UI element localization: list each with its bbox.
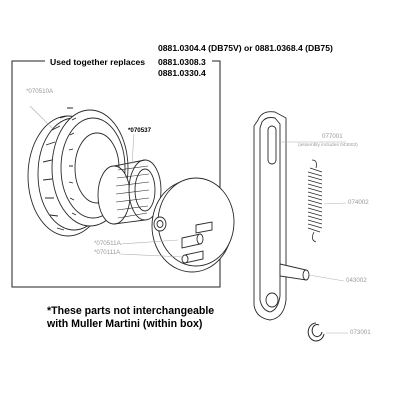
label-077001: 077001: [322, 133, 343, 140]
header-part-numbers-line1: 0881.0304.4 (DB75V) or 0881.0368.4 (DB75…: [158, 43, 333, 53]
plate-070511a: [151, 177, 235, 273]
spring-074002: [307, 159, 323, 243]
label-077001-note: (assembly includes 043003): [298, 143, 358, 148]
needle-bearing-070537: [97, 159, 162, 225]
label-074002: 074002: [348, 199, 369, 206]
lever-arm: [253, 111, 310, 321]
label-043002: 043002: [346, 277, 367, 284]
label-073001: 073001: [350, 329, 371, 336]
footnote-line2: with Muller Martini (within box): [47, 318, 203, 330]
label-070510a: *070510A: [26, 88, 54, 95]
label-070537: *070537: [128, 127, 152, 134]
header-part-numbers-line3: 0881.0330.4: [158, 68, 206, 78]
retaining-ring-073001: [307, 322, 325, 342]
label-070511a: *070511A: [94, 240, 121, 247]
header-part-numbers-line2: 0881.0308.3: [158, 57, 206, 67]
footnote-line1: *These parts not interchangeable: [47, 305, 215, 317]
interchangeability-box: [11, 60, 221, 288]
header-replaces-label: Used together replaces: [50, 57, 146, 67]
leader-lines: [29, 105, 348, 334]
label-070111a: *070111A: [94, 249, 121, 256]
